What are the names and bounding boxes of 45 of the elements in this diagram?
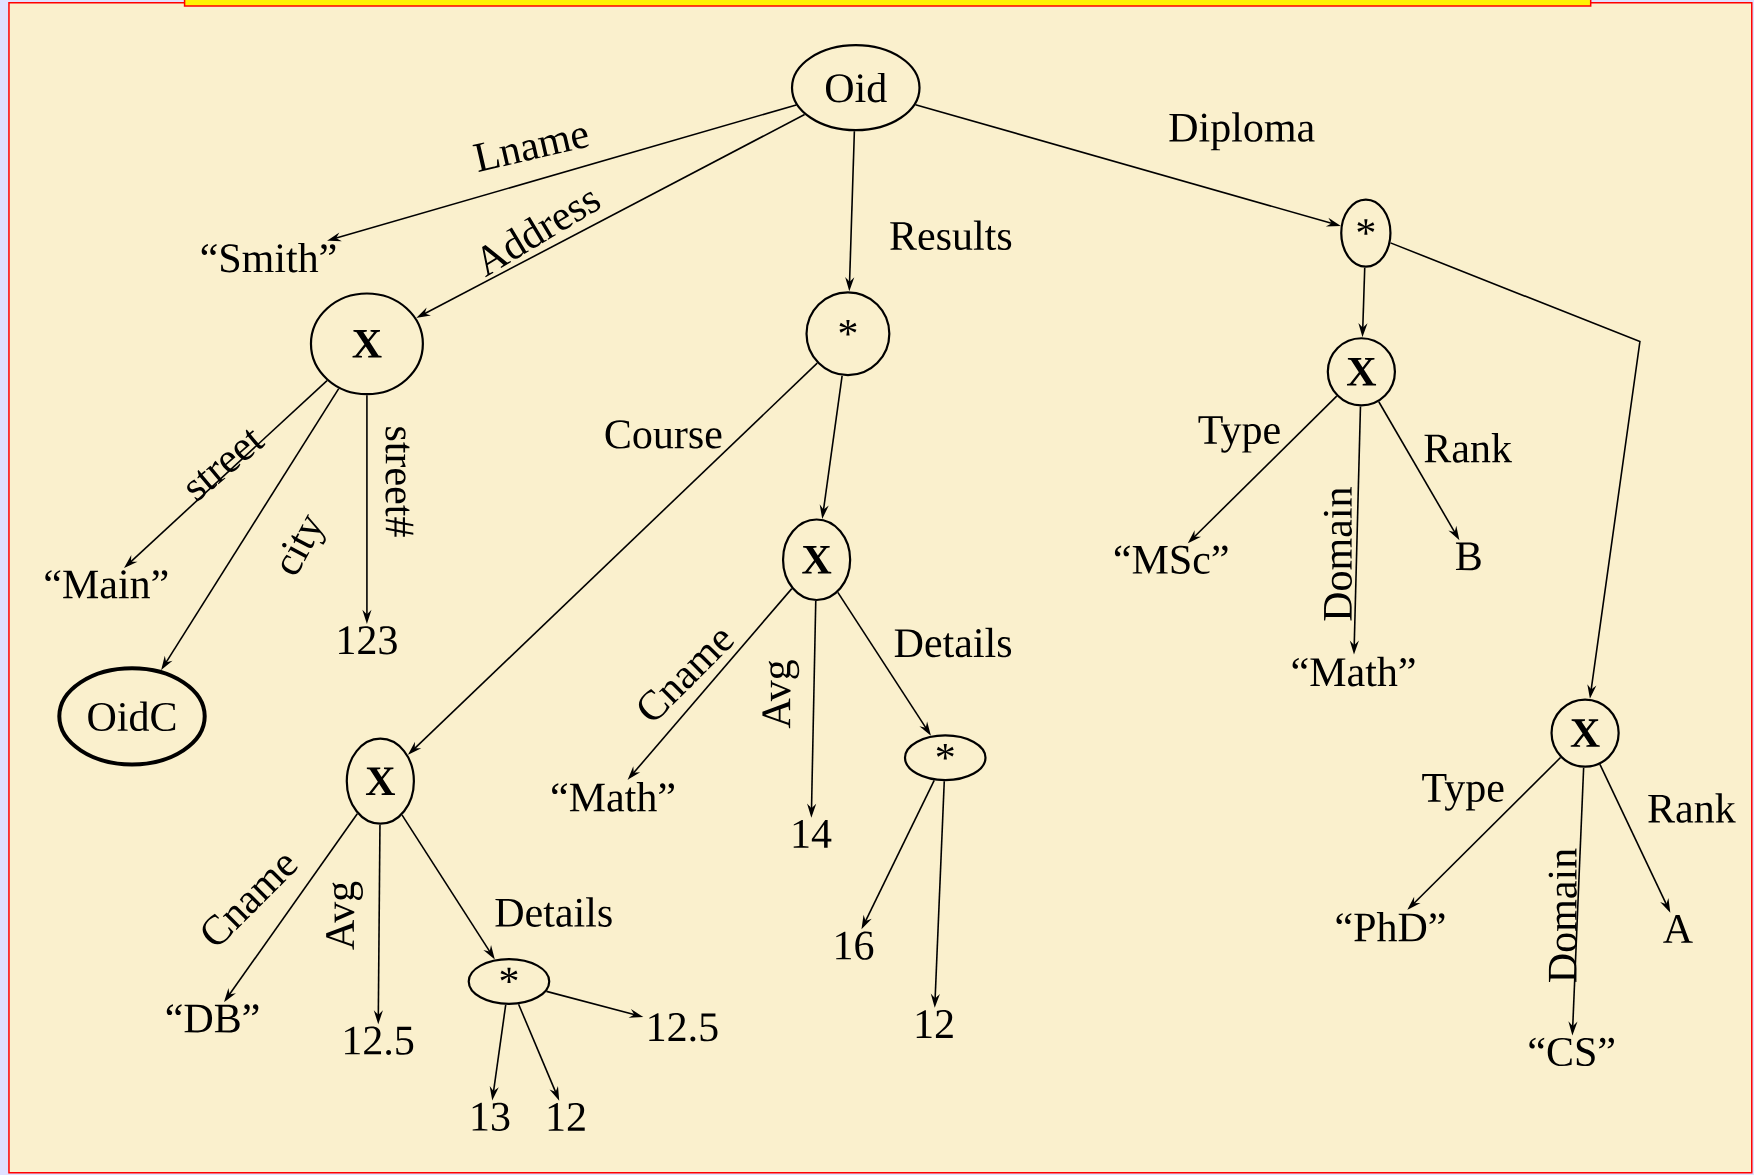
ellipse-node: X	[1326, 337, 1396, 407]
edge-label: Details	[894, 627, 1012, 658]
ellipse-node: OidC	[57, 666, 207, 767]
ellipse-node: *	[805, 291, 891, 377]
value-text: “Main”	[45, 570, 168, 599]
value-text: 12	[916, 1010, 953, 1038]
edge-label: street#	[385, 427, 414, 537]
ellipse-node: X	[345, 737, 415, 825]
edge-label: Avg	[762, 660, 800, 729]
edge-label: Type	[1198, 416, 1280, 453]
edge-label: Lname	[472, 128, 589, 172]
ellipse-node: *	[903, 734, 987, 782]
ellipse-node: *	[1340, 198, 1392, 268]
value-text: 12.5	[649, 1013, 718, 1042]
value-text: “Smith”	[201, 242, 336, 273]
edge-label: Domain	[1323, 487, 1352, 621]
value-text: A	[1663, 915, 1693, 943]
value-text: “CS”	[1529, 1037, 1614, 1067]
ellipse-node: X	[309, 292, 424, 396]
edge-label: Details	[495, 897, 612, 927]
edge-label: Avg	[326, 881, 363, 950]
ellipse-node: X	[1550, 698, 1620, 768]
edge-label: Rank	[1424, 433, 1512, 463]
value-text: “PhD”	[1336, 912, 1445, 942]
value-text: B	[1455, 542, 1481, 571]
edge-label: Course	[605, 420, 722, 449]
value-text: 13	[472, 1102, 510, 1131]
value-text: “DB”	[166, 1004, 259, 1033]
edge-label: city	[281, 514, 326, 575]
value-text: 12.5	[345, 1026, 414, 1055]
value-text: 12	[548, 1102, 585, 1131]
value-text: “MSc”	[1114, 545, 1228, 574]
edge-label: Results	[890, 220, 1012, 251]
value-text: 14	[793, 819, 832, 848]
value-text: “Math”	[552, 782, 674, 812]
ellipse-node: Oid	[790, 44, 921, 132]
ellipse-node: *	[467, 958, 551, 1005]
edge-label: Domain	[1548, 848, 1577, 982]
value-text: “Math”	[1292, 656, 1415, 687]
value-text: 123	[339, 626, 397, 655]
edge-label: Rank	[1648, 793, 1736, 823]
edge-label: Type	[1422, 774, 1504, 811]
value-text: 16	[836, 931, 874, 960]
ellipse-node: X	[781, 518, 852, 602]
edge-label: Diploma	[1169, 112, 1315, 151]
